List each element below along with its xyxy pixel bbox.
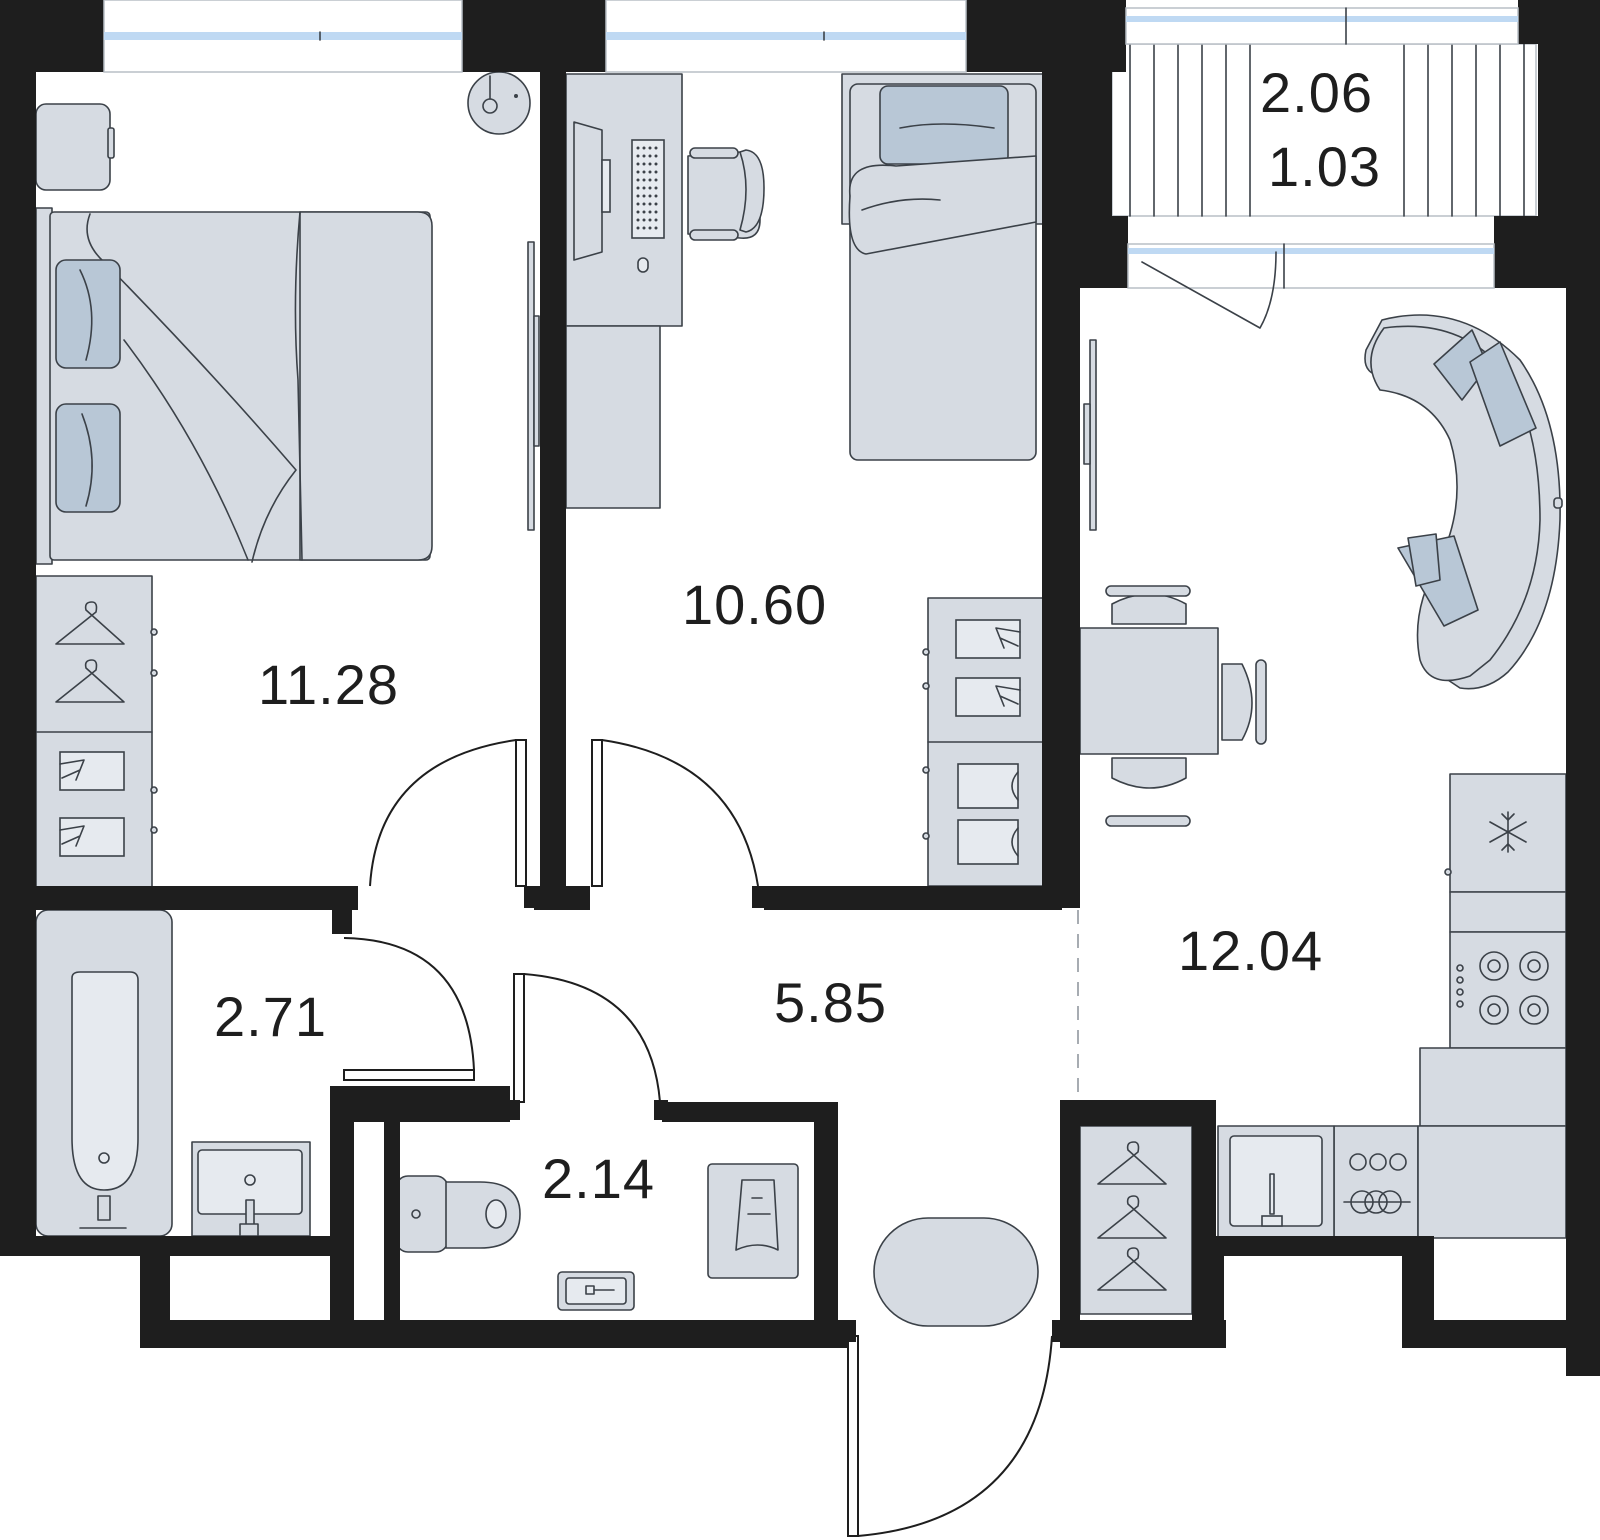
toilet bbox=[395, 1175, 521, 1253]
folded-clothes-icon bbox=[955, 619, 1021, 865]
washbasin bbox=[191, 1141, 311, 1237]
hob bbox=[1449, 931, 1567, 1049]
snowflake-icon bbox=[1489, 811, 1527, 853]
pillow bbox=[55, 403, 121, 513]
area-label-bedroom-large: 11.28 bbox=[258, 653, 399, 716]
hanger-icon bbox=[1097, 1141, 1167, 1291]
area-label-bedroom-small: 10.60 bbox=[682, 573, 827, 636]
windows bbox=[103, 0, 1519, 329]
walls bbox=[0, 0, 1600, 1376]
folded-clothes-icon bbox=[59, 751, 125, 857]
single-bed bbox=[841, 73, 1045, 461]
doors bbox=[343, 739, 1072, 1537]
dining-chair bbox=[1105, 757, 1191, 827]
dining-chair bbox=[1105, 585, 1191, 625]
area-label-hallway: 5.85 bbox=[774, 971, 887, 1034]
wardrobe bbox=[922, 597, 1045, 887]
bathtub bbox=[35, 909, 173, 1237]
dishwasher bbox=[1333, 1125, 1419, 1239]
floor-drain bbox=[557, 1271, 635, 1311]
area-label-bathroom: 2.71 bbox=[214, 985, 327, 1048]
corner-sofa bbox=[1364, 314, 1563, 690]
living-kitchen-furniture bbox=[1079, 314, 1567, 1239]
pillow bbox=[1469, 341, 1537, 447]
desk bbox=[565, 73, 683, 509]
area-label-balcony-reduced: 1.03 bbox=[1268, 135, 1381, 198]
counter bbox=[1449, 891, 1567, 933]
pillow bbox=[879, 85, 1009, 165]
kitchen-units bbox=[1217, 773, 1567, 1239]
pillow bbox=[55, 259, 121, 369]
bedroom-large-furniture bbox=[35, 71, 540, 889]
entry-rug bbox=[873, 1217, 1039, 1327]
keyboard-icon bbox=[631, 139, 665, 239]
area-label-toilet: 2.14 bbox=[542, 1147, 655, 1210]
bathroom-fixtures bbox=[35, 909, 311, 1237]
balcony bbox=[1111, 43, 1537, 217]
window bbox=[1125, 7, 1519, 45]
tv-panel bbox=[1083, 339, 1097, 531]
hallway-furniture bbox=[873, 1125, 1193, 1327]
desk-chair bbox=[687, 147, 765, 241]
hanger-icon bbox=[55, 601, 125, 645]
laundry-basket bbox=[707, 1163, 799, 1279]
area-labels: 11.28 10.60 12.04 5.85 2.71 2.14 2.06 1.… bbox=[214, 61, 1381, 1210]
area-label-living-kitchen: 12.04 bbox=[1178, 919, 1323, 982]
tv-panel bbox=[527, 241, 540, 531]
double-bed bbox=[35, 207, 433, 565]
counter bbox=[1419, 1047, 1567, 1127]
dining-table bbox=[1079, 585, 1267, 827]
robot-vacuum-icon bbox=[467, 71, 531, 135]
counter bbox=[1417, 1125, 1567, 1239]
toilet-room-fixtures bbox=[395, 1163, 799, 1311]
bedroom-small-furniture bbox=[565, 73, 1045, 887]
wardrobe bbox=[35, 575, 158, 889]
wardrobe bbox=[1079, 1125, 1193, 1315]
pillow bbox=[1407, 533, 1441, 587]
area-label-balcony: 2.06 bbox=[1260, 61, 1373, 124]
hanger-icon bbox=[55, 659, 125, 703]
nightstand bbox=[35, 103, 111, 191]
dining-chair bbox=[1221, 659, 1267, 745]
